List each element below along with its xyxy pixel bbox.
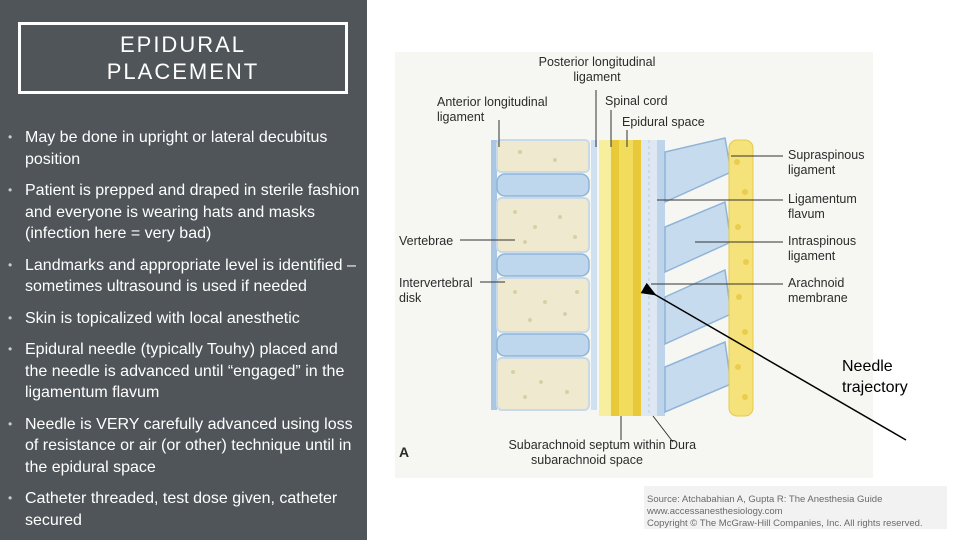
source-line-2: www.accessanesthesiology.com <box>647 506 783 517</box>
source-line-1: Source: Atchabahian A, Gupta R: The Anes… <box>647 494 883 505</box>
source-line-3: Copyright © The McGraw-Hill Companies, I… <box>647 518 923 529</box>
bullet-text: Catheter threaded, test dose given, cath… <box>25 490 338 529</box>
bullet-item: • Landmarks and appropriate level is iden… <box>8 255 360 298</box>
label-posterior-longitudinal-ligament: Posterior longitudinal ligament <box>538 55 656 84</box>
bullet-text: Skin is topicalized with local anestheti… <box>25 309 300 327</box>
label-dura: Dura <box>669 438 697 452</box>
text-panel: EPIDURAL PLACEMENT • May be done in uprig… <box>0 0 367 540</box>
bullet-text: Epidural needle (typically Touhy) placed… <box>25 341 345 401</box>
bullet-icon: • <box>8 310 13 325</box>
bullet-icon: • <box>8 491 13 505</box>
label-intervertebral-disk: Intervertebral disk <box>399 276 473 305</box>
bullet-list: • May be done in upright or lateral decub… <box>8 127 360 540</box>
bullet-text: May be done in upright or lateral decubi… <box>25 129 328 168</box>
vertebral-column <box>496 139 590 411</box>
bullet-icon: • <box>8 416 13 431</box>
bullet-icon: • <box>8 257 13 272</box>
label-interspinous-ligament: Intraspinous ligament <box>788 234 857 263</box>
bullet-text: Landmarks and appropriate level is ident… <box>25 256 356 296</box>
label-spinal-cord: Spinal cord <box>605 94 668 108</box>
bullet-item: • Needle is VERY carefully advanced using… <box>8 414 360 479</box>
slide-title-line-1: EPIDURAL <box>119 32 247 57</box>
label-anterior-longitudinal-ligament: Anterior longitudinal ligament <box>437 95 548 124</box>
label-epidural-space: Epidural space <box>622 115 705 129</box>
bullet-text: Patient is prepped and draped in sterile… <box>25 182 360 242</box>
slide-title-box: EPIDURAL PLACEMENT <box>18 22 348 94</box>
label-arachnoid-membrane: Arachnoid membrane <box>788 276 848 305</box>
bullet-item: • Catheter threaded, test dose given, cat… <box>8 488 360 531</box>
spine-anatomy-figure: Posterior longitudinal ligament Anterior… <box>395 52 873 478</box>
figure-source-credit: Source: Atchabahian A, Gupta R: The Anes… <box>644 486 947 529</box>
bullet-item: • Epidural needle (typically Touhy) place… <box>8 339 360 404</box>
bullet-icon: • <box>8 183 13 197</box>
slide-title-line-2: PLACEMENT <box>106 59 260 84</box>
needle-trajectory-label: Needle trajectory <box>842 356 908 398</box>
label-ligamentum-flavum: Ligamentum flavum <box>788 192 857 221</box>
label-subarachnoid-septum: Subarachnoid septum within subarachnoid … <box>508 438 666 467</box>
bullet-icon: • <box>8 130 13 144</box>
bullet-text: Needle is VERY carefully advanced using … <box>25 415 353 476</box>
bullet-icon: • <box>8 342 13 356</box>
spine-illustration <box>460 90 783 443</box>
bullet-item: • Patient is prepped and draped in steril… <box>8 180 360 245</box>
figure-panel-letter: A <box>399 444 410 460</box>
label-supraspinous-ligament: Supraspinous ligament <box>788 148 865 177</box>
needle-label-line-2: trajectory <box>842 379 908 396</box>
bullet-item: • Skin is topicalized with local anesthet… <box>8 308 360 330</box>
bullet-item: • May be done in upright or lateral decub… <box>8 127 360 170</box>
label-vertebrae: Vertebrae <box>399 234 454 248</box>
needle-label-line-1: Needle <box>842 358 893 375</box>
